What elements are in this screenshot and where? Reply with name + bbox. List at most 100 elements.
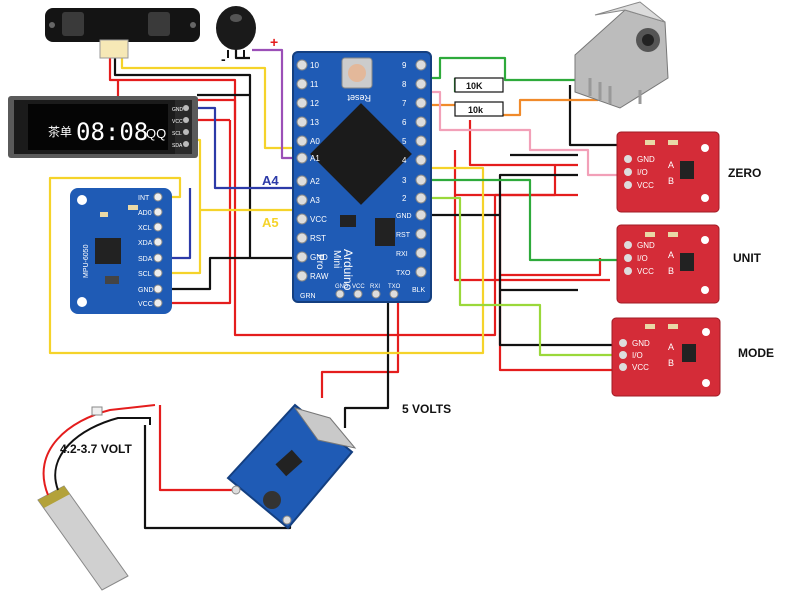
arduino-pin-label: TXO xyxy=(388,284,401,290)
arduino-pin-label: RAW xyxy=(310,272,329,281)
mpu-pin-label: SDA xyxy=(138,256,153,263)
mpu-pin: AD0 xyxy=(138,207,163,217)
arduino-pin: 6 xyxy=(402,116,427,128)
arduino-pro: Pro xyxy=(314,254,325,270)
mpu-pin-label: XDA xyxy=(138,240,153,247)
mpu-pin-label: SCL xyxy=(138,271,152,278)
arduino-pin: 9 xyxy=(402,59,427,71)
arduino-pin: GND xyxy=(396,209,427,221)
oled-time: 08:08 xyxy=(76,118,148,146)
touch-module-zero xyxy=(616,131,720,213)
label-zero: ZERO xyxy=(728,166,761,180)
touch-jumper-a: A xyxy=(668,160,674,170)
arduino-pin-label: A3 xyxy=(310,196,320,205)
arduino-pin-label: 11 xyxy=(310,80,319,89)
arduino-pin: 3 xyxy=(402,174,427,186)
mpu-pin: XCL xyxy=(138,222,163,232)
arduino-pin: 12 xyxy=(296,97,319,109)
arduino-pin: A2 xyxy=(296,175,320,187)
wire-purple-buzzer xyxy=(252,48,300,160)
touch-jumper-a: A xyxy=(668,342,674,352)
arduino-pin: 4 xyxy=(402,154,427,166)
arduino-pin-label: 8 xyxy=(402,80,407,89)
arduino-pin: A0 xyxy=(296,135,320,147)
oled-pin-labels: GND VCC SCL SDA xyxy=(172,107,184,149)
arduino-pin-label: RST xyxy=(396,232,411,239)
touch-pin-label: VCC xyxy=(632,363,649,372)
wire-blue-a4 xyxy=(165,106,300,260)
arduino-pin: 13 xyxy=(296,116,319,128)
buzzer-minus-label: - xyxy=(221,51,226,67)
arduino-name: Arduino xyxy=(341,249,355,291)
oled-suffix: QQ xyxy=(146,126,166,141)
charger-module xyxy=(226,403,357,530)
arduino-pin-label: VCC xyxy=(352,284,365,290)
mpu-pin: GND xyxy=(138,284,163,294)
arduino-pin: RXI xyxy=(370,284,381,299)
mpu-pin-label: GND xyxy=(138,287,154,294)
mpu-pin: VCC xyxy=(138,298,163,308)
arduino-pin: GND xyxy=(296,251,328,263)
arduino-pin-label: TXO xyxy=(396,270,411,277)
arduino-pin-label: GND xyxy=(335,284,349,290)
mpu-pin-label: AD0 xyxy=(138,210,152,217)
arduino-pin: RXI xyxy=(396,247,427,259)
arduino-pin: GND xyxy=(335,284,349,299)
touch-pin-label: VCC xyxy=(637,181,654,190)
arduino-pin-label: 12 xyxy=(310,99,319,108)
wire-yellow-sensor xyxy=(120,58,300,150)
lipo-battery xyxy=(37,404,156,591)
arduino-pin-label: A0 xyxy=(310,137,320,146)
arduino-grn-label: GRN xyxy=(300,293,316,300)
arduino-pin-label: RXI xyxy=(370,284,380,290)
arduino-pin-label: A1 xyxy=(310,154,320,163)
touch-pin-label: I/O xyxy=(632,351,643,360)
mpu-6050-board xyxy=(70,188,172,314)
touch-module-zero-labels: GND I/O VCC A B xyxy=(637,155,674,190)
mpu-pins: INT AD0 XCL XDA SDA SCL GND VCC xyxy=(138,192,163,308)
mpu-pin: XDA xyxy=(138,237,163,247)
touch-pin-label: GND xyxy=(637,155,655,164)
arduino-pin: A3 xyxy=(296,194,320,206)
wires xyxy=(48,40,625,530)
touch-jumper-b: B xyxy=(668,266,674,276)
oled-display xyxy=(8,96,198,158)
mpu-pin: INT xyxy=(138,192,163,202)
mpu-pin: SCL xyxy=(138,268,163,278)
arduino-pin-label: GND xyxy=(396,213,412,220)
label-five-volts: 5 VOLTS xyxy=(402,402,451,416)
touch-jumper-a: A xyxy=(668,250,674,260)
touch-module-mode xyxy=(611,317,721,397)
resistor-1 xyxy=(454,77,504,93)
mpu-pin-label: VCC xyxy=(138,301,153,308)
arduino-pin: RAW xyxy=(296,270,329,282)
arduino-pin: RST xyxy=(296,232,326,244)
label-battery-volt: 4.2-3.7 VOLT xyxy=(60,442,132,456)
arduino-pin-label: 3 xyxy=(402,176,407,185)
arduino-pin-label: 13 xyxy=(310,118,319,127)
mpu-pin-label: XCL xyxy=(138,225,152,232)
touch-pin-label: GND xyxy=(632,339,650,348)
arduino-pin-label: RXI xyxy=(396,251,408,258)
arduino-reset-label: Reset xyxy=(347,93,371,103)
arduino-left-pins: 10 11 12 13 A0 A1 A2 A3 VCC RST GND RAW xyxy=(296,59,329,282)
arduino-blk-label: BLK xyxy=(412,287,426,294)
arduino-pin-label: VCC xyxy=(310,215,327,224)
touch-jumper-b: B xyxy=(668,176,674,186)
oled-pin: GND xyxy=(172,107,184,113)
arduino-pin: VCC xyxy=(296,213,327,225)
touch-pin-label: VCC xyxy=(637,267,654,276)
arduino-pin: 2 xyxy=(402,192,427,204)
distance-sensor xyxy=(45,8,200,59)
arduino-pin-label: 9 xyxy=(402,61,407,70)
arduino-pin: RST xyxy=(396,228,427,240)
wire-yellow-scl xyxy=(165,138,300,275)
arduino-pin-label: 2 xyxy=(402,194,407,203)
arduino-pin: 8 xyxy=(402,78,427,90)
oled-pin: VCC xyxy=(172,119,183,125)
oled-pin: SDA xyxy=(172,143,183,149)
wire-pink xyxy=(420,90,625,177)
resistor-1-label: 10K xyxy=(466,81,483,91)
arduino-pin: VCC xyxy=(352,284,365,299)
